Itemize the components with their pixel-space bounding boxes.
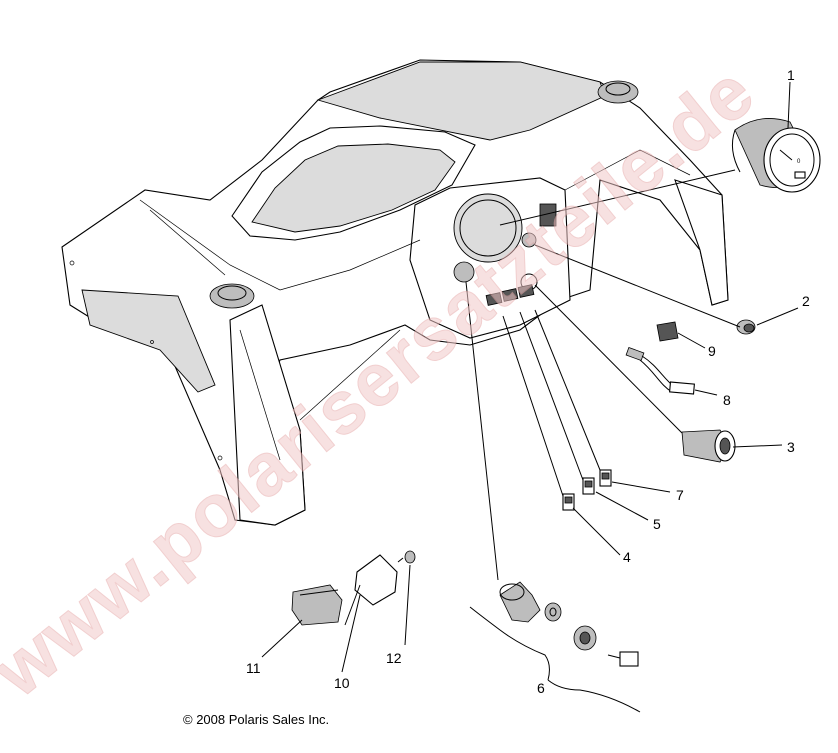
callout-7: 7 — [676, 487, 684, 503]
switch-9 — [656, 321, 679, 342]
callout-10: 10 — [334, 675, 350, 691]
ignition-switch-kit — [469, 581, 641, 713]
callout-1: 1 — [787, 67, 795, 83]
power-point-cap — [736, 319, 756, 335]
gauge-face-text: 0 — [797, 159, 801, 165]
power-socket — [681, 429, 736, 463]
plug-10 — [344, 554, 398, 626]
callout-9: 9 — [708, 343, 716, 359]
callout-12: 12 — [386, 650, 402, 666]
callout-numbers: 1 2 3 4 5 6 7 8 9 10 11 12 — [246, 67, 810, 696]
callout-3: 3 — [787, 439, 795, 455]
screw — [397, 550, 416, 564]
speedometer-gauge — [731, 118, 821, 193]
callout-6: 6 — [537, 680, 545, 696]
callout-2: 2 — [802, 293, 810, 309]
rocker-switch-7 — [599, 469, 612, 487]
rocker-switch-5 — [582, 477, 595, 495]
leader-lines — [261, 81, 799, 673]
callout-5: 5 — [653, 516, 661, 532]
callout-11: 11 — [246, 660, 261, 676]
callout-8: 8 — [723, 392, 731, 408]
rocker-switch-4 — [562, 493, 575, 511]
copyright-text: © 2008 Polaris Sales Inc. — [183, 712, 329, 727]
dashboard-assembly — [61, 59, 729, 526]
cover-11 — [291, 584, 343, 626]
wire-harness — [625, 346, 695, 395]
callout-4: 4 — [623, 549, 631, 565]
